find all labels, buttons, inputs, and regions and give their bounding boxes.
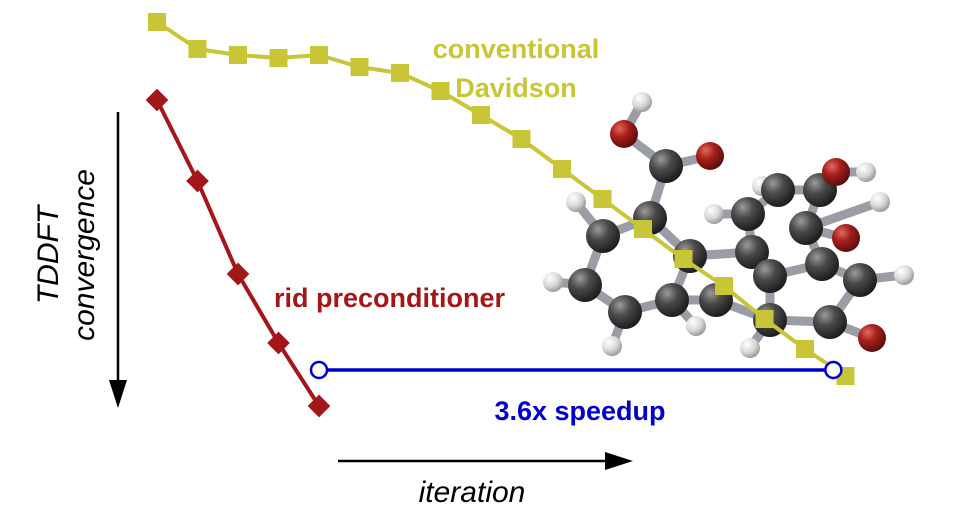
davidson-point-4 <box>269 49 288 67</box>
davidson-point-2 <box>188 40 207 58</box>
davidson-label-line2: Davidson <box>455 73 577 103</box>
rid-point-2 <box>186 169 209 193</box>
davidson-point-1 <box>148 13 166 31</box>
series-rid-preconditioner <box>145 88 331 418</box>
speedup-label: 3.6x speedup <box>494 396 665 426</box>
davidson-point-12 <box>593 190 612 208</box>
x-axis-label: iteration <box>419 476 526 509</box>
davidson-point-10 <box>512 130 531 148</box>
davidson-point-11 <box>553 160 571 178</box>
y-axis-arrow <box>109 112 127 408</box>
speedup-endpoint-1 <box>309 360 329 380</box>
series-conventional-davidson <box>148 13 855 385</box>
davidson-point-15 <box>715 277 733 295</box>
rid-line <box>155 99 321 408</box>
rid-point-4 <box>267 331 290 355</box>
davidson-point-6 <box>350 58 369 76</box>
davidson-point-8 <box>431 82 450 100</box>
rid-point-1 <box>145 88 169 112</box>
rid-point-5 <box>307 394 331 418</box>
y-axis-label-line1: TDDFT <box>32 203 65 304</box>
rid-point-3 <box>226 262 250 286</box>
speedup-annotation <box>309 360 843 380</box>
davidson-point-13 <box>634 220 652 238</box>
davidson-point-17 <box>796 340 814 358</box>
davidson-point-7 <box>391 64 409 82</box>
davidson-label-line1: conventional <box>433 34 600 64</box>
davidson-point-16 <box>755 310 774 328</box>
molecule-icon <box>543 92 914 358</box>
x-axis-arrow <box>338 452 633 470</box>
speedup-endpoint-2 <box>824 360 843 380</box>
davidson-point-14 <box>674 250 693 268</box>
davidson-point-5 <box>310 46 328 64</box>
davidson-point-3 <box>229 46 247 64</box>
y-axis-label-line2: convergence <box>68 169 101 341</box>
rid-label: rid preconditioner <box>274 283 506 313</box>
davidson-point-9 <box>472 106 490 124</box>
